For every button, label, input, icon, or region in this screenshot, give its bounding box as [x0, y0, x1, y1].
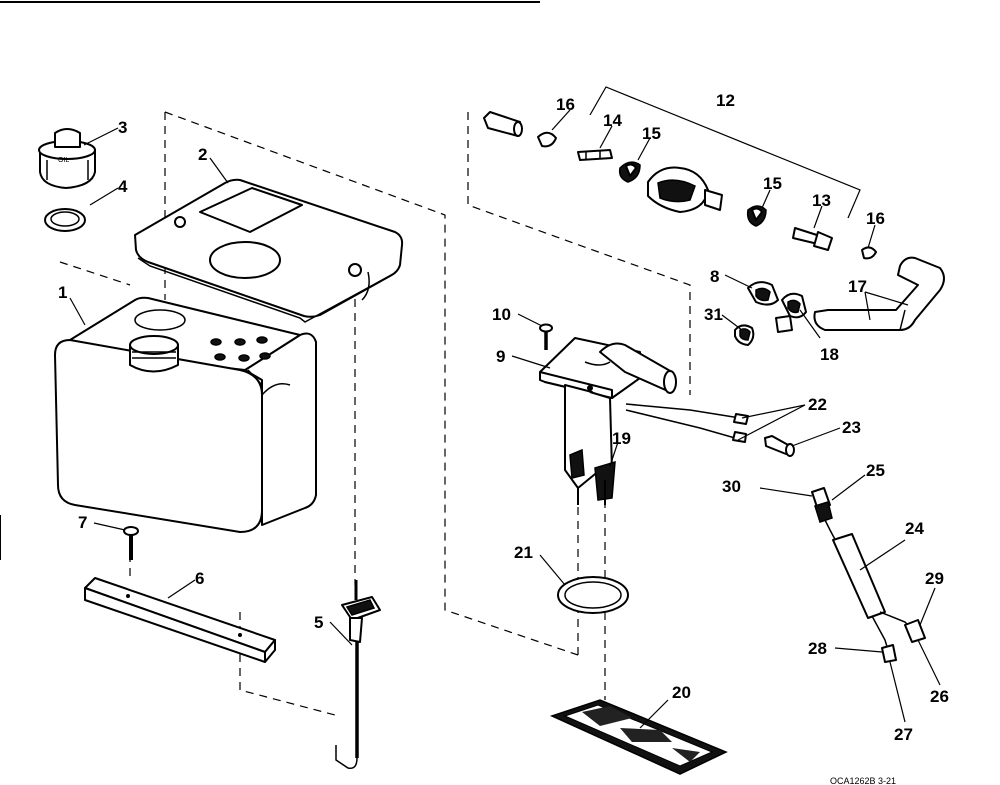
callout-30: 30 — [722, 477, 741, 496]
callout-25: 25 — [866, 461, 885, 480]
callout-16b: 16 — [866, 209, 885, 228]
callout-labels: 1 2 3 4 5 6 7 8 9 10 12 13 14 15 15 16 1… — [58, 91, 949, 744]
callout-17: 17 — [848, 277, 867, 296]
hold-down-screw — [123, 526, 139, 560]
callout-31: 31 — [704, 305, 723, 324]
callout-15a: 15 — [642, 124, 661, 143]
figure-id: OCA1262B 3-21 — [830, 776, 896, 785]
callout-1: 1 — [58, 283, 67, 302]
callout-18: 18 — [820, 345, 839, 364]
pickup-gasket — [557, 576, 629, 614]
callout-13: 13 — [812, 191, 831, 210]
filler-cap: OIL — [38, 128, 96, 189]
fuel-hose — [813, 256, 945, 331]
hose-clamps — [734, 281, 807, 346]
callout-22: 22 — [808, 395, 827, 414]
callout-19: 19 — [612, 429, 631, 448]
callout-8: 8 — [710, 267, 719, 286]
callout-12: 12 — [716, 91, 735, 110]
callout-26: 26 — [930, 687, 949, 706]
pickup-tube — [335, 580, 381, 770]
callout-14: 14 — [603, 111, 622, 130]
fuel-pickup-assembly — [539, 337, 677, 505]
sender-harness — [811, 487, 926, 663]
callout-27: 27 — [894, 725, 913, 744]
callout-6: 6 — [195, 569, 204, 588]
callout-5: 5 — [314, 613, 323, 632]
callout-24: 24 — [905, 519, 924, 538]
callout-16a: 16 — [556, 95, 575, 114]
tank-cover — [134, 178, 404, 323]
primer-bulb-assembly — [483, 111, 877, 260]
tank-bracket — [84, 577, 276, 663]
callout-10: 10 — [492, 305, 511, 324]
cap-gasket — [44, 208, 86, 232]
callout-2: 2 — [198, 145, 207, 164]
decal-plate — [549, 699, 728, 775]
callout-21: 21 — [514, 543, 533, 562]
callout-15b: 15 — [763, 174, 782, 193]
callout-4: 4 — [118, 177, 128, 196]
callout-9: 9 — [496, 347, 505, 366]
fuel-tank — [54, 296, 317, 533]
svg-text:OIL: OIL — [58, 157, 69, 164]
callout-3: 3 — [118, 118, 127, 137]
callout-20: 20 — [672, 683, 691, 702]
callout-23: 23 — [842, 418, 861, 437]
gauge-wires — [625, 403, 795, 457]
leader-lines — [69, 109, 941, 729]
callout-28: 28 — [808, 639, 827, 658]
mount-screw — [539, 323, 553, 350]
callout-7: 7 — [78, 513, 87, 532]
group-bracket — [589, 86, 861, 219]
callout-29: 29 — [925, 569, 944, 588]
